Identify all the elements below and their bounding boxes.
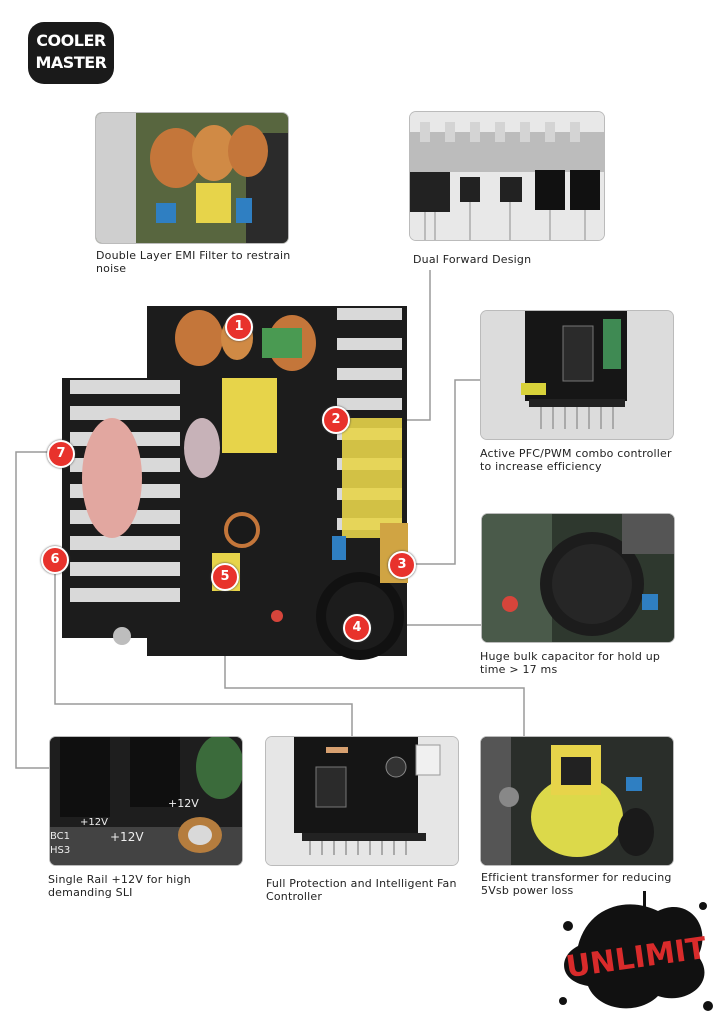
logo-text-top: COOLER (36, 31, 106, 50)
bulk-capacitor-photo (482, 514, 674, 642)
protection-board-illustration (266, 737, 458, 865)
silk-label-2: HS3 (50, 845, 70, 856)
pfc-controller-illustration (481, 311, 673, 439)
badge-7: 7 (47, 440, 75, 468)
caption-protection: Full Protection and Intelligent Fan Cont… (266, 877, 457, 903)
badge-5: 5 (211, 563, 239, 591)
badge-6: 6 (41, 546, 69, 574)
caption-emi-filter: Double Layer EMI Filter to restrain nois… (96, 249, 291, 275)
pfc-controller-photo (481, 311, 673, 439)
psu-board-illustration (62, 306, 408, 660)
rail-label-2: +12V (168, 797, 199, 810)
silk-label-1: BC1 (50, 831, 70, 842)
bulk-capacitor-illustration (482, 514, 674, 642)
transformer-photo (481, 737, 673, 865)
rail-label-3: +12V (80, 817, 108, 828)
dual-forward-illustration (410, 112, 604, 240)
emi-filter-illustration (96, 113, 288, 243)
caption-bulk-capacitor: Huge bulk capacitor for hold up time > 1… (480, 650, 661, 676)
caption-transformer: Efficient transformer for reducing 5Vsb … (481, 871, 672, 897)
transformer-illustration (481, 737, 673, 865)
psu-board-photo (62, 298, 418, 670)
single-rail-illustration: +12V +12V +12V BC1 HS3 (50, 737, 242, 865)
badge-4: 4 (343, 614, 371, 642)
badge-3: 3 (388, 551, 416, 579)
dual-forward-photo (410, 112, 604, 240)
single-rail-photo: +12V +12V +12V BC1 HS3 (50, 737, 242, 865)
badge-1: 1 (225, 313, 253, 341)
logo-text-bottom: MASTER (35, 53, 108, 72)
rail-label-1: +12V (110, 830, 144, 844)
cooler-master-logo: COOLER MASTER (28, 22, 114, 84)
protection-board-photo (266, 737, 458, 865)
caption-single-rail: Single Rail +12V for high demanding SLI (48, 873, 191, 899)
caption-pfc-controller: Active PFC/PWM combo controller to incre… (480, 447, 672, 473)
unlimit-logo: UNLIMIT (559, 891, 713, 1011)
caption-dual-forward: Dual Forward Design (413, 253, 532, 266)
emi-filter-photo (96, 113, 288, 243)
badge-2: 2 (322, 406, 350, 434)
